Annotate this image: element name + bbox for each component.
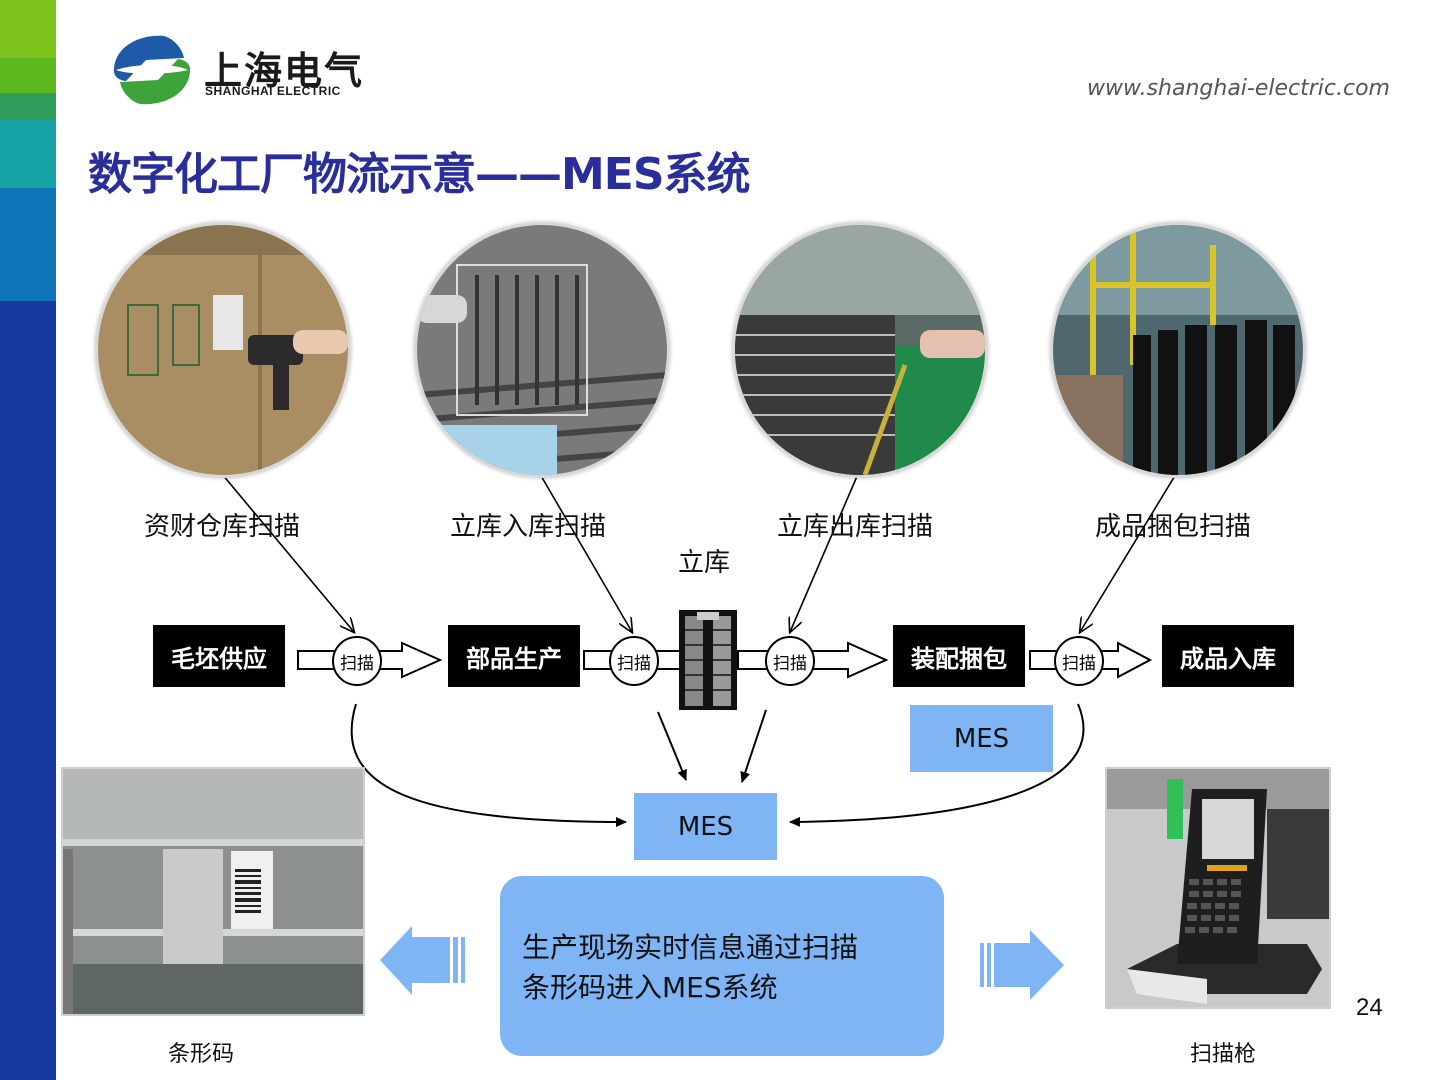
color-bar-segment <box>0 120 56 188</box>
connector-package-scan <box>1080 473 1177 632</box>
connector-to-mes-left <box>350 703 627 827</box>
caption-warehouse-scanning: 资财仓库扫描 <box>144 512 301 542</box>
connector-outstock-scan <box>790 473 859 632</box>
scan-node: 扫描 <box>332 636 382 686</box>
caption-scanner: 扫描枪 <box>1190 1042 1257 1067</box>
scan-node: 扫描 <box>765 636 815 686</box>
step-assembly-packaging: 装配捆包 <box>893 625 1025 687</box>
caption-stock-out-scanning: 立库出库扫描 <box>777 512 934 542</box>
caption-stock-in-scanning: 立库入库扫描 <box>450 512 607 542</box>
info-line-2: 条形码进入MES系统 <box>522 971 778 1004</box>
color-bar-segment <box>0 93 56 120</box>
photo-stock-in-scanning <box>414 222 670 478</box>
website-url: www.shanghai-electric.com <box>1087 76 1390 101</box>
photo-warehouse-scanning <box>95 222 351 478</box>
barcode-photo <box>61 767 365 1016</box>
scan-node: 扫描 <box>609 636 659 686</box>
company-logo: 上海电气 SHANGHAI ELECTRIC <box>112 34 382 106</box>
connector-instock-scan <box>539 473 632 632</box>
connector-to-mes-stock-out <box>740 709 767 783</box>
color-bar-segment <box>0 58 56 93</box>
page-number: 24 <box>1356 994 1383 1021</box>
scan-node: 扫描 <box>1054 636 1104 686</box>
photo-package-scanning <box>1050 222 1306 478</box>
connector-warehouse-scan <box>221 473 354 632</box>
slide-title: 数字化工厂物流示意——MES系统 <box>88 149 751 200</box>
mes-side-box: MES <box>910 705 1053 772</box>
left-blue-arrow <box>380 926 465 995</box>
warehouse-label: 立库 <box>678 548 731 578</box>
right-blue-arrow <box>980 930 1064 1000</box>
connector-to-mes-right <box>789 703 1085 827</box>
logo-chinese-name: 上海电气 <box>204 49 365 93</box>
automated-warehouse-image <box>679 610 737 710</box>
scanner-photo <box>1105 767 1331 1009</box>
step-blank-supply: 毛坯供应 <box>153 625 285 687</box>
step-part-production: 部品生产 <box>448 625 580 687</box>
info-callout-text: 生产现场实时信息通过扫描 条形码进入MES系统 <box>522 928 858 1008</box>
photo-stock-out-scanning <box>732 222 988 478</box>
shanghai-electric-emblem-icon <box>113 35 191 105</box>
caption-barcode: 条形码 <box>168 1042 235 1067</box>
color-bar-segment <box>0 301 56 1080</box>
color-bar-segment <box>0 188 56 301</box>
mes-main-box: MES <box>634 793 777 860</box>
info-line-1: 生产现场实时信息通过扫描 <box>522 931 859 964</box>
caption-package-scanning: 成品捆包扫描 <box>1095 512 1252 542</box>
info-callout: 生产现场实时信息通过扫描 条形码进入MES系统 <box>500 876 944 1056</box>
logo-english-name: SHANGHAI ELECTRIC <box>205 84 341 98</box>
connector-to-mes-stock-in <box>657 711 687 781</box>
decorative-color-bar <box>0 0 56 1080</box>
color-bar-segment <box>0 0 56 58</box>
step-finished-storage: 成品入库 <box>1162 625 1294 687</box>
